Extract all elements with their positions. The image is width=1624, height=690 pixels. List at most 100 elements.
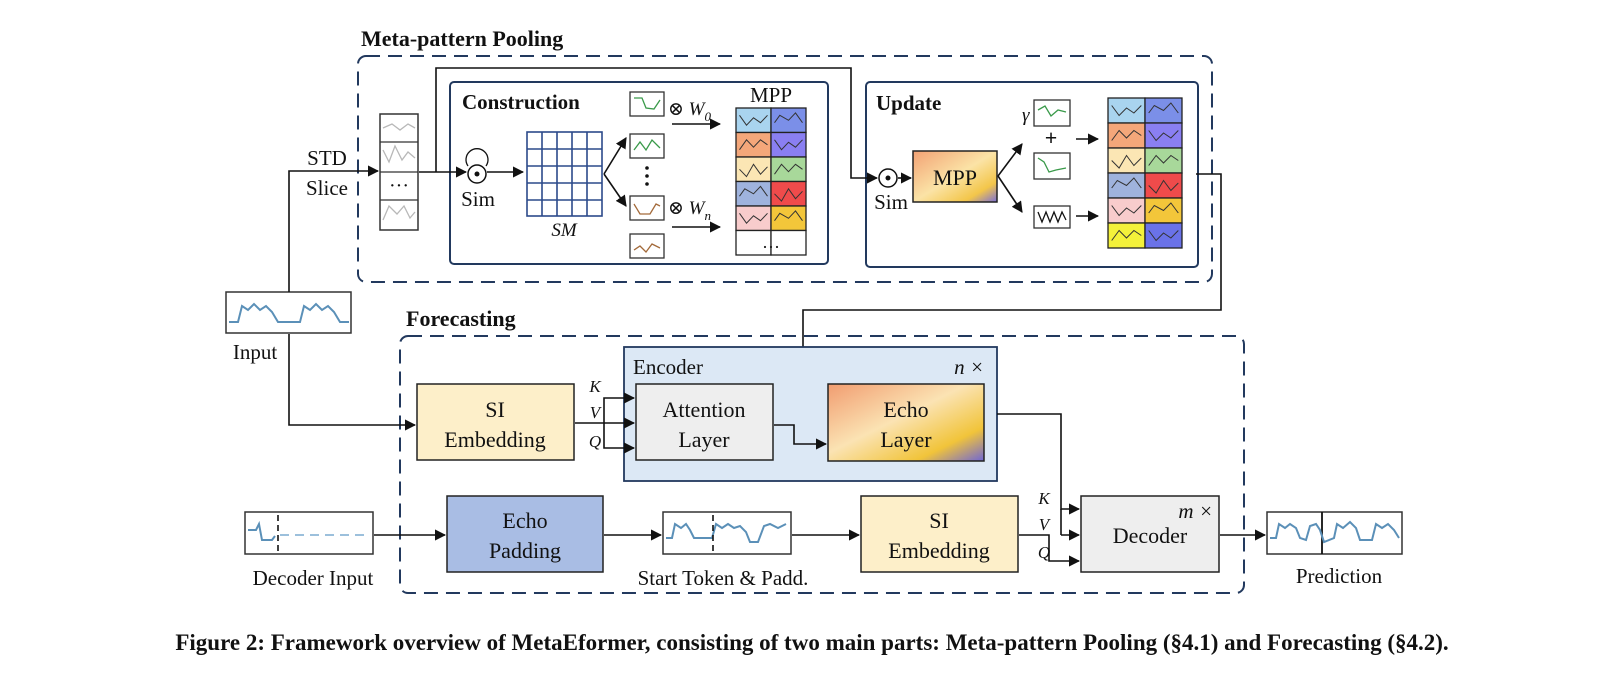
pattern-cell [1107, 97, 1146, 124]
sim-dot-operator [465, 148, 489, 184]
sm-label: SM [551, 220, 578, 241]
pattern-curve [1111, 105, 1142, 117]
plus-label: + [1045, 125, 1058, 150]
mpp-block [912, 150, 998, 203]
pattern-curve [1111, 229, 1142, 241]
figure-caption: Figure 2: Framework overview of MetaEfor… [175, 630, 1449, 655]
pattern-curve [1148, 202, 1179, 214]
attention-layer-line2: Layer [678, 427, 730, 452]
pattern-curve [1111, 154, 1142, 169]
mpp-grid [735, 107, 807, 256]
echo-layer-line1: Echo [883, 397, 928, 422]
pattern-curve [739, 114, 768, 126]
similarity-matrix [526, 131, 603, 217]
framework-diagram: Meta-pattern Pooling ··· Construction Si… [225, 26, 1403, 594]
construction-title: Construction [462, 90, 580, 114]
q-label-decoder: Q [1038, 543, 1050, 562]
w0-label: ⊗ W0 [668, 99, 712, 124]
input-to-embedding-connector [288, 334, 417, 431]
echo-padding-line2: Padding [489, 538, 561, 563]
pooling-region [357, 55, 1213, 283]
update-pattern-boxes [1033, 99, 1071, 229]
pattern-curve [739, 185, 768, 197]
echo-to-decoder-connector [997, 413, 1081, 515]
gamma-label: γ [1022, 105, 1030, 126]
echo-padding-line1: Echo [502, 508, 547, 533]
std-slice-stack [379, 113, 419, 231]
slice-ellipsis: ··· [389, 175, 409, 197]
pattern-cell [1144, 147, 1183, 174]
pattern-cell [735, 131, 772, 158]
pattern-cell [770, 131, 807, 158]
start-token-line [666, 522, 787, 543]
v-label-decoder: V [1039, 515, 1052, 534]
start-token-label: Start Token & Padd. [638, 566, 809, 590]
update-title: Update [876, 91, 941, 115]
echo-padding [446, 495, 604, 573]
forecasting-title: Forecasting [406, 306, 516, 331]
si-embedding-encoder-line2: Embedding [444, 427, 545, 452]
echo-layer [827, 383, 985, 462]
pattern-curve [774, 139, 803, 151]
pooling-title: Meta-pattern Pooling [361, 26, 563, 51]
pattern-cell [1107, 222, 1146, 249]
pattern-curve [774, 187, 803, 202]
mpp-header: MPP [750, 83, 792, 107]
si-embedding-decoder-line1: SI [929, 508, 949, 533]
pattern-curve [739, 139, 768, 150]
update-fan-top [997, 143, 1023, 177]
kvq-arrows-encoder [575, 392, 636, 454]
pattern-cell [735, 205, 772, 232]
candidate-patterns [629, 91, 665, 259]
slice-label: Slice [306, 176, 348, 200]
updated-mpp-grid [1107, 97, 1183, 249]
input-series-line [229, 302, 349, 323]
prediction-label: Prediction [1296, 564, 1383, 588]
input-to-slice-connector [288, 165, 380, 292]
pattern-curve [1111, 129, 1142, 141]
attention-to-echo-arrow [774, 424, 828, 450]
fan-arrow-bottom [603, 173, 627, 207]
decoder-input-label: Decoder Input [253, 566, 374, 590]
si-embedding-encoder [416, 383, 575, 461]
input-series [225, 291, 352, 334]
pattern-cell [770, 229, 807, 256]
encoder-label: Encoder [633, 355, 703, 379]
update-fan-bottom [997, 175, 1023, 213]
pattern-cell [735, 107, 772, 134]
pattern-curve [1148, 230, 1179, 242]
pattern-curve [1111, 205, 1142, 217]
attention-layer-line1: Attention [662, 397, 745, 422]
echo-layer-line2: Layer [880, 427, 932, 452]
forecasting-region [399, 335, 1245, 594]
attention-layer [635, 383, 774, 461]
decoder-repeat: m × [1178, 499, 1213, 523]
pattern-curve [1111, 177, 1142, 189]
decoder-input-line [248, 520, 276, 541]
k-label-decoder: K [1037, 489, 1051, 508]
slice-bypass-line [435, 67, 879, 184]
pattern-curve [1148, 154, 1179, 166]
sim-dot-operator-update [878, 168, 898, 188]
pattern-curve [739, 212, 768, 224]
pattern-curve [739, 163, 768, 178]
pattern-cell [1144, 122, 1183, 149]
pattern-curve [1148, 102, 1179, 114]
mpp-block-label: MPP [933, 165, 977, 190]
embedding-to-decoder-q [1019, 534, 1081, 567]
construction-box [449, 81, 829, 265]
decoder-input-series [244, 511, 374, 555]
wn-label: ⊗ Wn [668, 198, 711, 223]
pattern-cell [735, 229, 772, 256]
si-embedding-decoder-line2: Embedding [888, 538, 989, 563]
pattern-cell [1107, 197, 1146, 224]
pattern-cell [1144, 222, 1183, 249]
sim-label-update: Sim [874, 190, 908, 214]
si-embedding-encoder-line1: SI [485, 397, 505, 422]
q-label-encoder: Q [589, 432, 601, 451]
pattern-curve [774, 210, 803, 221]
input-label: Input [233, 340, 277, 364]
pattern-curve [774, 163, 803, 175]
pattern-curve [1148, 179, 1179, 194]
decoder-label: Decoder [1113, 523, 1188, 548]
